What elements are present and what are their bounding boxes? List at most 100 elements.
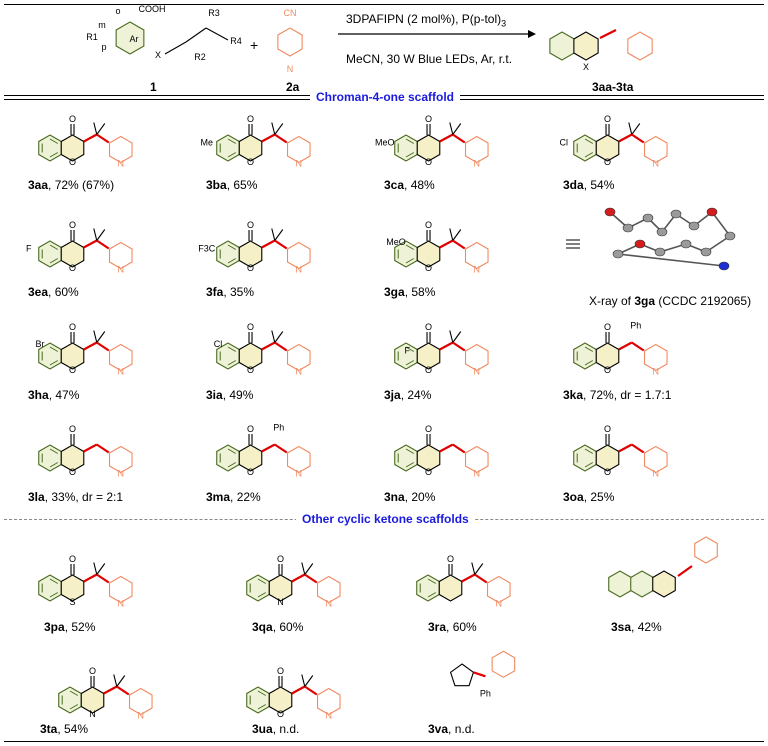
new-c-c-bond xyxy=(261,443,276,453)
carbonyl-oxygen-label: O xyxy=(425,322,432,332)
new-c-c-bond xyxy=(631,133,645,144)
product-benzene xyxy=(549,31,575,61)
aromatic-bond xyxy=(257,592,267,598)
pyridine-nitrogen-label: N xyxy=(653,367,660,377)
aromatic-bond xyxy=(49,462,59,468)
aromatic-bond xyxy=(257,704,267,710)
aromatic-bond xyxy=(227,448,237,454)
methyl-bond xyxy=(96,331,106,343)
methyl-bond xyxy=(271,330,276,343)
pyridine-nitrogen-label: N xyxy=(474,367,481,377)
aromatic-bond xyxy=(69,690,79,696)
pyridine-nitrogen-label: N xyxy=(118,265,125,275)
reagent-1-benzene xyxy=(115,21,145,55)
aromatic-bond xyxy=(405,138,415,144)
aromatic-bond xyxy=(257,690,267,696)
new-c-c-bond xyxy=(631,341,645,352)
methyl-bond xyxy=(474,563,484,575)
compound-caption-3ta: 3ta, 54% xyxy=(40,722,89,736)
cyclopentanone-ring xyxy=(449,663,475,687)
methyl-bond xyxy=(113,674,118,687)
aromatic-bond xyxy=(49,138,59,144)
heteroatom-label: O xyxy=(247,467,254,477)
xray-atom xyxy=(670,209,682,219)
conditions-line-1: 3DPAFIPN (2 mol%), P(p-tol)3 xyxy=(346,12,507,29)
product-label: 3aa-3ta xyxy=(592,80,634,94)
pyridine-ring xyxy=(464,135,489,164)
carbonyl-oxygen-label: O xyxy=(604,322,611,332)
methyl-bond xyxy=(452,331,462,343)
benzene-substituent-label: F xyxy=(405,346,411,356)
pyridine-ring xyxy=(108,241,133,270)
allyl-bond xyxy=(164,41,187,55)
benzene-substituent-label: MeO xyxy=(386,237,406,247)
aromatic-bond xyxy=(427,578,437,584)
carbonyl-oxygen-label: O xyxy=(69,322,76,332)
compound-caption-3sa: 3sa, 42% xyxy=(611,620,662,634)
pyridine-nitrogen-label: N xyxy=(496,599,503,609)
new-c-c-bond xyxy=(103,685,118,695)
benzene-substituent-label: Me xyxy=(200,138,213,148)
aromatic-bond xyxy=(227,244,237,250)
pyrrole-ring xyxy=(630,570,654,598)
new-c-c-bond xyxy=(439,239,454,249)
benzene-ring xyxy=(608,570,632,598)
methyl-bond xyxy=(301,674,306,687)
new-c-c-bond xyxy=(96,133,110,144)
new-c-c-bond xyxy=(461,573,476,583)
xray-atom xyxy=(724,231,736,241)
compound-caption-3ma: 3ma, 22% xyxy=(206,490,261,504)
reagent-1-r3-label: R3 xyxy=(208,8,220,18)
bottom-rule xyxy=(4,741,764,742)
xray-atom xyxy=(700,247,712,257)
carbonyl-oxygen-label: O xyxy=(425,114,432,124)
aromatic-bond xyxy=(227,152,237,158)
aromatic-bond xyxy=(405,462,415,468)
methyl-bond xyxy=(93,228,98,241)
methyl-bond xyxy=(471,562,476,575)
benzene-substituent-label: Cl xyxy=(559,138,568,148)
carbonyl-oxygen-label: O xyxy=(604,114,611,124)
pyridine-ring xyxy=(464,343,489,372)
benzene-substituent-label: F xyxy=(26,244,32,254)
new-c-c-bond xyxy=(83,443,98,453)
new-c-c-bond xyxy=(599,29,617,39)
heteroatom-label: O xyxy=(604,467,611,477)
new-c-c-bond xyxy=(473,671,486,678)
pyridine-ring xyxy=(286,445,311,474)
aromatic-bond xyxy=(227,138,237,144)
aromatic-bond xyxy=(405,360,415,366)
new-c-c-bond xyxy=(274,443,288,454)
xray-atom xyxy=(622,223,634,233)
new-c-c-bond xyxy=(274,239,288,250)
aromatic-bond xyxy=(405,448,415,454)
pyridine-ring xyxy=(643,135,668,164)
reagent-2a-pyridine xyxy=(277,27,303,57)
heterocycle-ring xyxy=(652,570,676,598)
pyridine-nitrogen-label: N xyxy=(296,159,303,169)
aromatic-bond xyxy=(257,578,267,584)
new-c-c-bond xyxy=(452,239,466,250)
compound-caption-3fa: 3fa, 35% xyxy=(206,285,255,299)
xray-caption: X-ray of 3ga (CCDC 2192065) xyxy=(589,294,752,308)
product-heterocycle xyxy=(573,31,599,61)
heteroatom-label: O xyxy=(69,263,76,273)
heteroatom-label: O xyxy=(425,365,432,375)
xray-atom xyxy=(656,227,668,237)
heteroatom-label: O xyxy=(425,263,432,273)
pyridine-ring xyxy=(486,575,511,604)
reagent-1-r1-label: R1 xyxy=(86,32,98,42)
carbonyl-oxygen-label: O xyxy=(277,554,284,564)
pyridine-nitrogen-label: N xyxy=(326,711,333,721)
xray-atom xyxy=(612,249,624,259)
aromatic-bond xyxy=(584,360,594,366)
aromatic-bond xyxy=(584,448,594,454)
xray-atom xyxy=(654,247,666,257)
carbonyl-oxygen-label: O xyxy=(425,424,432,434)
pyridine-nitrogen-label: N xyxy=(326,599,333,609)
reagent-2a-cn-label: CN xyxy=(284,8,297,18)
aromatic-bond xyxy=(69,704,79,710)
reagent-2a-n-label: N xyxy=(287,64,294,74)
